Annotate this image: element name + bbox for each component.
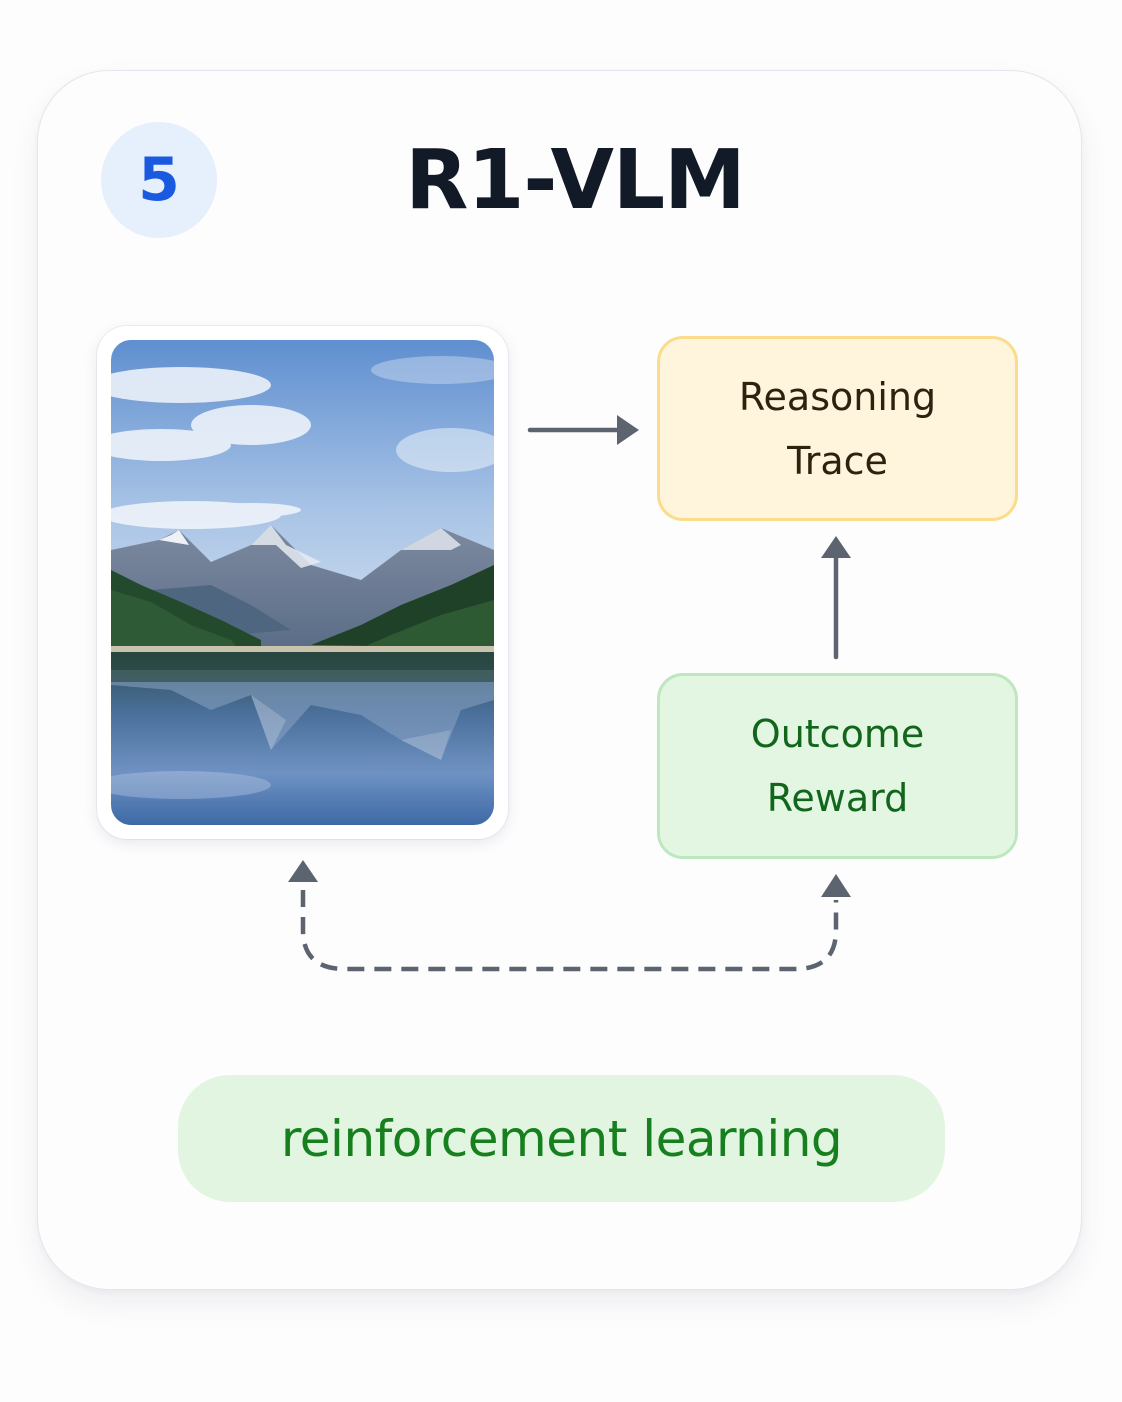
outcome-reward-line1: Outcome xyxy=(750,712,925,756)
input-image-frame xyxy=(97,326,508,839)
reinforcement-learning-text: reinforcement learning xyxy=(280,1109,843,1168)
landscape-photo-icon xyxy=(111,340,494,825)
reasoning-trace-node: Reasoning Trace xyxy=(657,336,1018,521)
reasoning-trace-line1: Reasoning xyxy=(738,374,937,419)
reinforcement-learning-label: reinforcement learning xyxy=(178,1075,945,1202)
reasoning-trace-line2: Trace xyxy=(787,438,888,483)
step-number: 5 xyxy=(138,145,180,215)
outcome-reward-line2: Reward xyxy=(766,776,909,820)
card-title: R1-VLM xyxy=(405,133,746,228)
step-number-badge: 5 xyxy=(101,122,217,238)
outcome-reward-node: Outcome Reward xyxy=(657,673,1018,859)
